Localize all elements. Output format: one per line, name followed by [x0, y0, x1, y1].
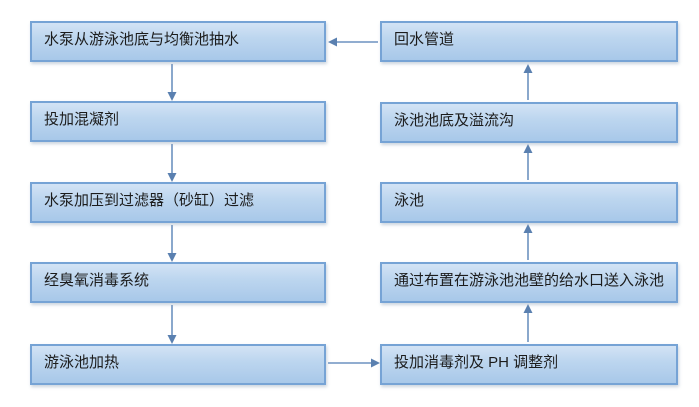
arrow-disinfectant-to-wall-inlets [523, 304, 533, 342]
flow-node-pool: 泳池 [380, 182, 678, 223]
flow-node-pool-bottom-overflow: 泳池池底及溢流沟 [380, 102, 678, 143]
flow-node-pump-intake: 水泵从游泳池底与均衡池抽水 [30, 21, 326, 62]
arrow-filter-to-ozone [167, 225, 177, 262]
arrow-pump-to-coagulant [167, 64, 177, 101]
flow-node-return-pipe: 回水管道 [380, 21, 678, 62]
flow-node-label: 通过布置在游泳池池壁的给水口送入泳池 [394, 272, 665, 289]
flow-node-label: 泳池 [394, 192, 425, 209]
arrow-heating-to-disinfectant [328, 358, 380, 368]
flow-node-disinfectant-ph: 投加消毒剂及 PH 调整剂 [380, 344, 678, 385]
flow-node-label: 投加混凝剂 [44, 111, 120, 128]
flow-node-ozone: 经臭氧消毒系统 [30, 262, 326, 303]
flow-node-wall-inlets: 通过布置在游泳池池壁的给水口送入泳池 [380, 262, 678, 303]
arrow-ozone-to-heating [167, 305, 177, 344]
flow-node-label: 水泵加压到过滤器（砂缸）过滤 [44, 192, 255, 209]
flow-node-label: 回水管道 [394, 31, 455, 48]
flow-node-label: 泳池池底及溢流沟 [394, 112, 515, 129]
flow-node-heating: 游泳池加热 [30, 344, 326, 385]
flow-node-coagulant: 投加混凝剂 [30, 101, 326, 142]
flow-node-label: 水泵从游泳池底与均衡池抽水 [44, 31, 240, 48]
arrow-wall-inlets-to-pool [523, 224, 533, 260]
arrow-pool-bottom-to-return-pipe [523, 64, 533, 100]
flow-node-label: 投加消毒剂及 PH 调整剂 [394, 354, 559, 371]
arrow-coagulant-to-filter [167, 144, 177, 182]
flow-node-filter: 水泵加压到过滤器（砂缸）过滤 [30, 182, 326, 223]
arrow-return-pipe-to-pump [328, 37, 378, 47]
arrow-pool-to-pool-bottom [523, 144, 533, 180]
flow-node-label: 经臭氧消毒系统 [44, 272, 150, 289]
flow-node-label: 游泳池加热 [44, 354, 120, 371]
